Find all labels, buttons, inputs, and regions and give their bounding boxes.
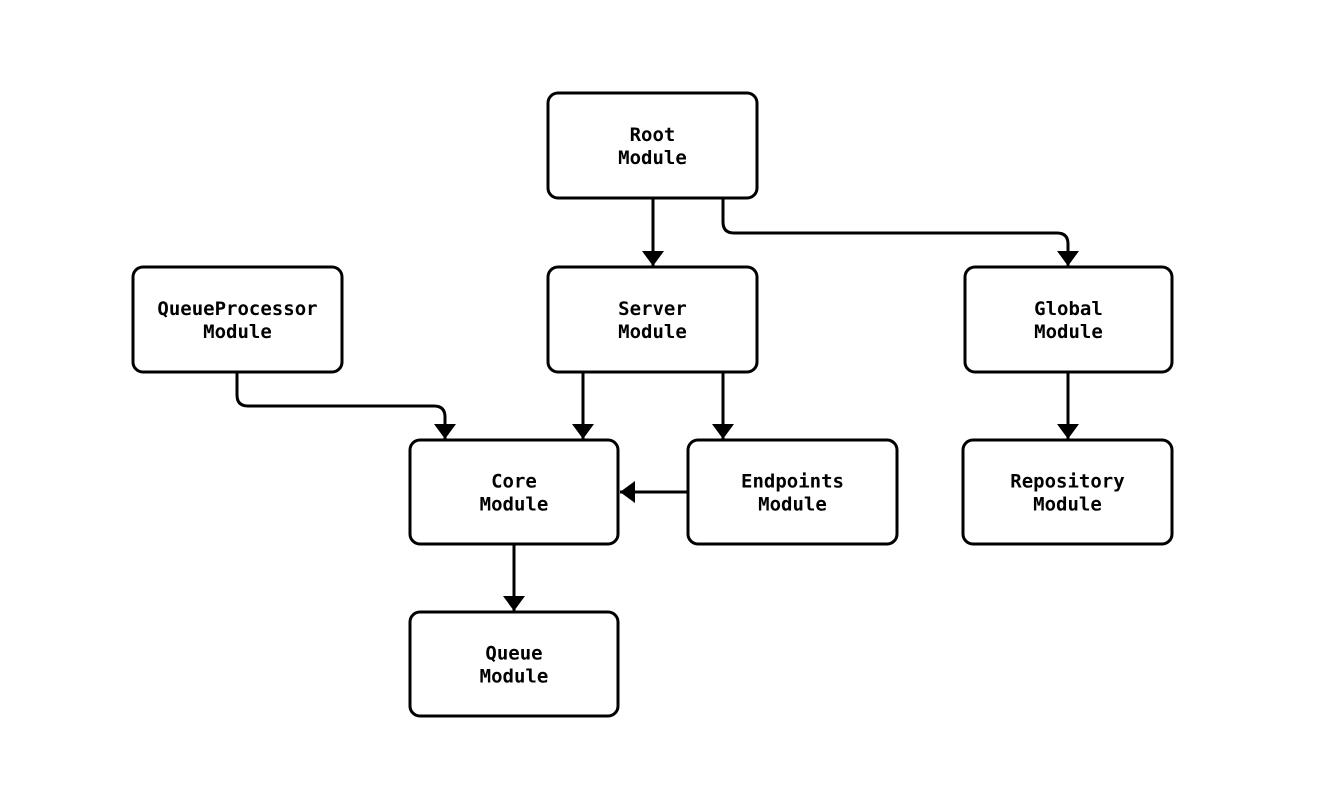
queueprocessor-label-line-1: Module [203, 321, 272, 343]
endpoints-label-line-0: Endpoints [741, 471, 844, 493]
repository-label-line-0: Repository [1010, 471, 1124, 493]
repository-box [961, 438, 1174, 546]
edge-root-to-global [721, 198, 1079, 266]
root-label-line-0: Root [630, 124, 676, 146]
queueprocessor-box [131, 265, 344, 374]
root-label-line-1: Module [618, 147, 687, 169]
queue-box [408, 610, 620, 718]
edge-queueprocessor-to-core [235, 372, 456, 439]
core-box [408, 438, 620, 546]
server-label-line-1: Module [618, 321, 687, 343]
global-label-line-1: Module [1034, 321, 1103, 343]
queue-label-line-0: Queue [485, 643, 542, 665]
global-box [963, 265, 1174, 374]
server-label-line-0: Server [618, 298, 687, 320]
endpoints-box [686, 438, 899, 546]
queue-label-line-1: Module [480, 666, 549, 688]
core-label-line-1: Module [480, 494, 549, 516]
server-box [546, 265, 759, 374]
edges-layer [235, 198, 1079, 611]
endpoints-label-line-1: Module [758, 494, 827, 516]
repository-label-line-1: Module [1033, 494, 1102, 516]
root-box [546, 91, 759, 200]
queueprocessor-label-line-0: QueueProcessor [157, 298, 317, 320]
core-label-line-0: Core [491, 471, 537, 493]
global-label-line-0: Global [1034, 298, 1103, 320]
